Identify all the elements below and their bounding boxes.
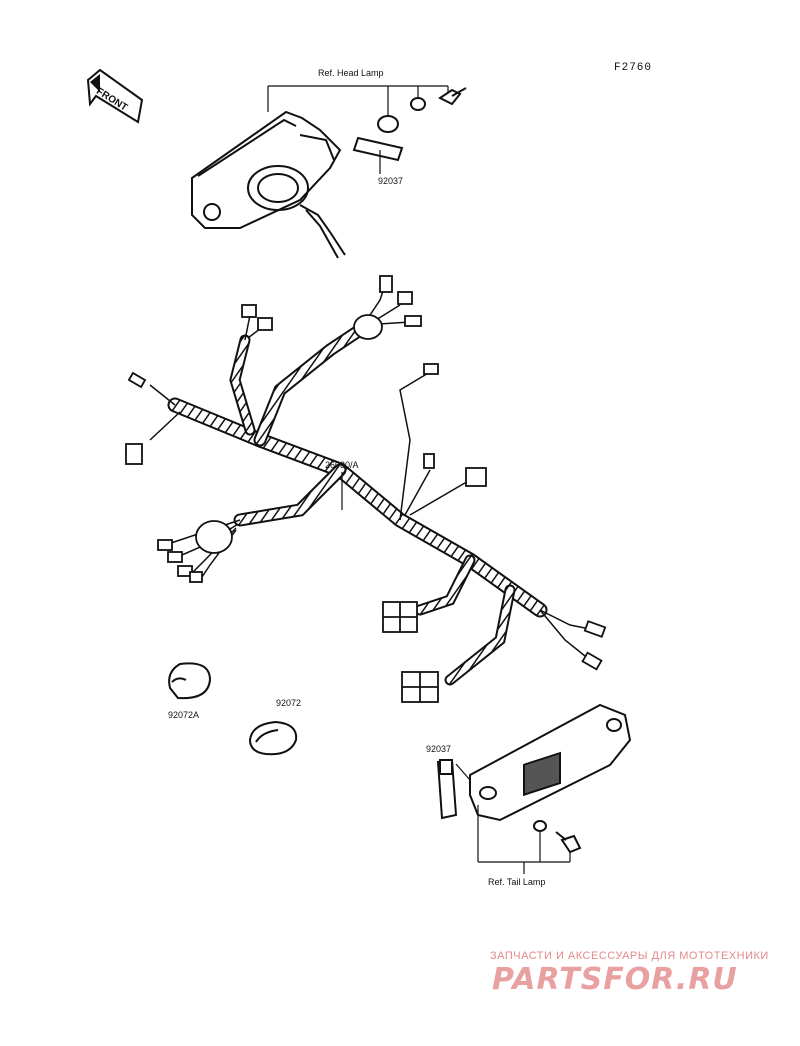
tail-lamp-leader <box>477 805 571 874</box>
clamp-92072 <box>248 720 298 756</box>
head-lamp-leader <box>267 85 449 118</box>
label-92037-bottom: 92037 <box>426 744 452 754</box>
tail-lamp-hardware <box>533 820 582 854</box>
watermark-caption: ЗАПЧАСТИ И АКСЕССУАРЫ ДЛЯ МОТОТЕХНИКИ <box>490 950 769 962</box>
wire-harness <box>167 323 548 686</box>
label-92037-top: 92037 <box>378 176 404 186</box>
bracket-92037-bottom <box>436 758 458 820</box>
grommet-set <box>377 87 467 133</box>
harness-connectors <box>125 275 607 703</box>
label-92072: 92072 <box>276 698 302 708</box>
label-ref-tail-lamp: Ref. Tail Lamp <box>488 877 546 887</box>
bracket-92037-top <box>352 136 404 162</box>
label-ref-head-lamp: Ref. Head Lamp <box>318 68 384 78</box>
bracket-leader <box>455 763 471 781</box>
head-lamp-assembly <box>191 110 346 259</box>
diagram-code: F2760 <box>614 62 653 74</box>
clamp-92072A <box>168 662 212 700</box>
label-92072A: 92072A <box>168 710 200 720</box>
label-26030A: 26030/A <box>325 460 359 470</box>
watermark-logo: PARTSFOR.RU <box>492 962 738 997</box>
front-arrow-icon <box>86 68 144 124</box>
tail-lamp-assembly <box>469 703 632 822</box>
